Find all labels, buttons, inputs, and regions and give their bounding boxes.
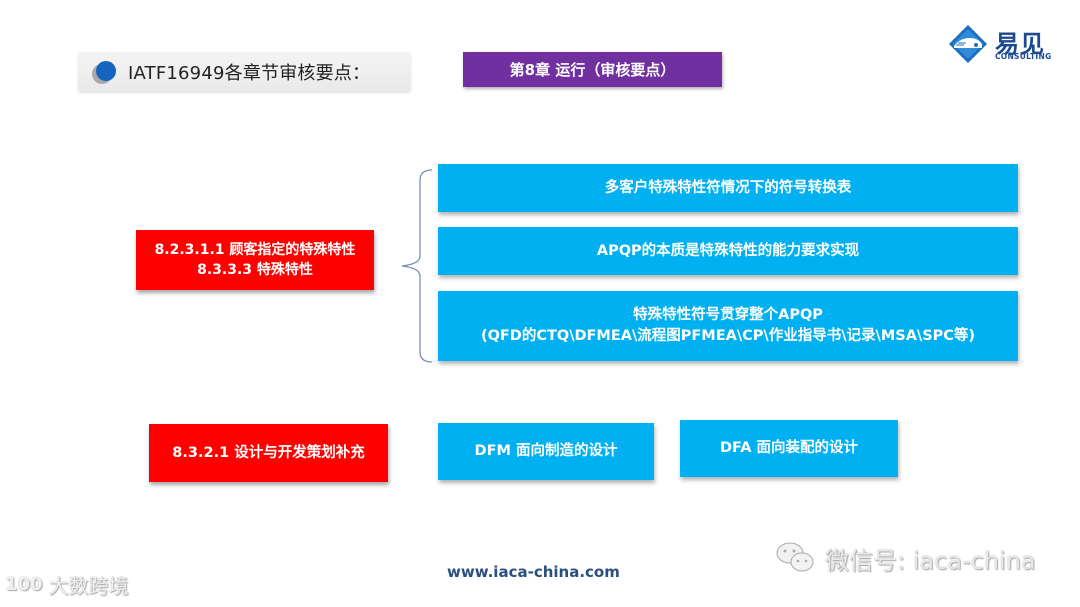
watermark-logo-icon: 100: [5, 574, 43, 595]
logo-name-cn: 易见: [995, 30, 1045, 58]
company-logo: 易见 CONSULTING: [945, 22, 1060, 68]
item-apqp-essence: APQP的本质是特殊特性的能力要求实现: [438, 227, 1018, 275]
left-brace-connector: [401, 169, 433, 363]
chapter-label: 第8章 运行（审核要点）: [463, 52, 722, 87]
item-text: 多客户特殊特性符情况下的符号转换表: [604, 179, 852, 196]
page-title: IATF16949各章节审核要点：: [128, 63, 371, 84]
wechat-icon: [776, 542, 814, 572]
clause-special-characteristics: 8.2.3.1.1 顾客指定的特殊特性 8.3.3.3 特殊特性: [136, 230, 374, 290]
watermark-text: 大数跨境: [48, 574, 129, 598]
section-title-bar: IATF16949各章节审核要点：: [78, 52, 411, 92]
item-symbol-through-apqp: 特殊特性符号贯穿整个APQP (QFD的CTQ\DFMEA\流程图PFMEA\C…: [438, 291, 1018, 361]
car-diamond-logo-icon: [949, 25, 987, 63]
item-dfm: DFM 面向制造的设计: [438, 423, 654, 480]
item-text: DFA 面向装配的设计: [719, 440, 859, 456]
wechat-id: 微信号: iaca-china: [825, 546, 1036, 575]
item-text: APQP的本质是特殊特性的能力要求实现: [596, 242, 860, 259]
bullet-dot-icon: [90, 57, 120, 87]
clause-line-2: 8.3.3.3 特殊特性: [197, 262, 313, 278]
item-dfa: DFA 面向装配的设计: [680, 420, 898, 477]
logo-name-en: CONSULTING: [995, 52, 1052, 61]
item-text-line-1: 特殊特性符号贯穿整个APQP: [633, 307, 823, 323]
item-text: DFM 面向制造的设计: [474, 443, 618, 459]
corner-watermark: 100 大数跨境: [5, 570, 129, 599]
item-text-line-2: (QFD的CTQ\DFMEA\流程图PFMEA\CP\作业指导书\记录\MSA\…: [480, 328, 976, 344]
clause-design-planning: 8.3.2.1 设计与开发策划补充: [149, 424, 388, 482]
wechat-watermark: 微信号: iaca-china: [775, 540, 1036, 576]
clause-text: 8.3.2.1 设计与开发策划补充: [172, 445, 365, 461]
clause-line-1: 8.2.3.1.1 顾客指定的特殊特性: [154, 242, 356, 258]
item-symbol-conversion: 多客户特殊特性符情况下的符号转换表: [438, 164, 1018, 212]
website-url: www.iaca-china.com: [447, 563, 620, 581]
